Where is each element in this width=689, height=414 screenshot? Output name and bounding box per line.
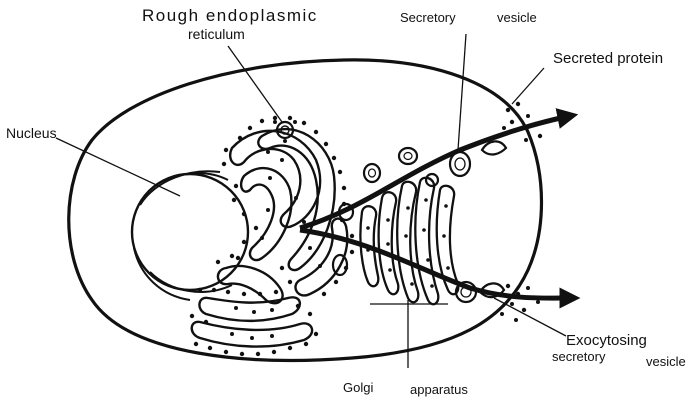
reticulum-label: reticulum: [188, 27, 245, 41]
nucleus-label: Nucleus: [6, 126, 57, 140]
nucleus: [132, 171, 248, 300]
rough-er-label: Rough endoplasmic: [142, 7, 318, 24]
vesicle-label-2: vesicle: [646, 355, 686, 368]
golgi-label: Golgi: [343, 381, 373, 394]
cell-membrane: [69, 60, 542, 361]
secretory-label-2: secretory: [552, 350, 605, 363]
secretory-vesicles: [450, 141, 506, 302]
secreted-protein-label: Secreted protein: [553, 51, 663, 66]
er-vesicle: [273, 120, 297, 143]
vesicle-label: vesicle: [497, 11, 537, 24]
apparatus-label: apparatus: [410, 383, 468, 396]
exocytosing-label: Exocytosing: [566, 333, 647, 348]
rough-endoplasmic-reticulum: [192, 129, 348, 347]
secretory-label: Secretory: [400, 11, 456, 24]
